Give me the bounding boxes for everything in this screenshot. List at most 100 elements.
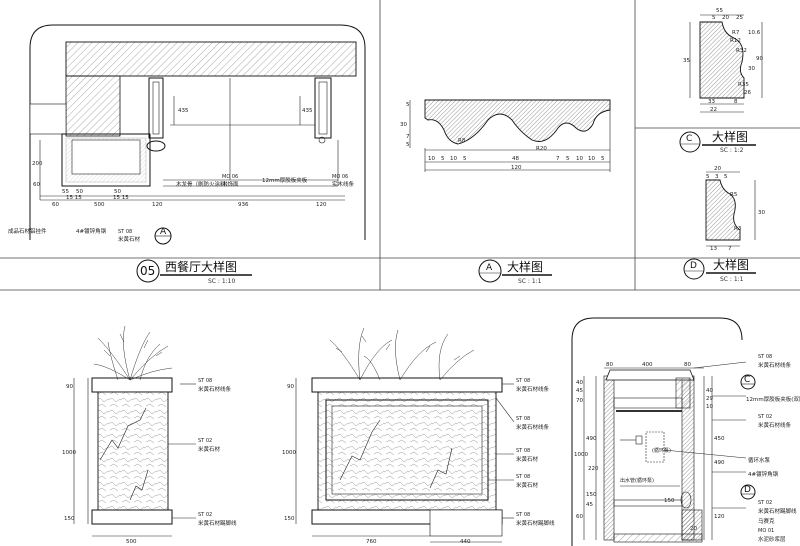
dim-label: 435 <box>178 108 189 114</box>
dim-label: 5 <box>706 174 710 180</box>
dim-label: 7 <box>728 246 732 252</box>
dim-label: R8 <box>458 138 466 144</box>
dim-label: 500 <box>94 202 105 208</box>
note-code: ST 02 <box>758 414 772 420</box>
title-scale: SC : 1:2 <box>720 147 744 154</box>
tag-code: ST 08 <box>516 448 530 454</box>
dim-label: 5 <box>566 156 570 162</box>
dim-label: 35 <box>683 58 690 64</box>
tag-code: MO 06 <box>222 174 238 180</box>
note-wood-strip: 实木线条 <box>332 180 355 188</box>
dim-label: 435 <box>302 108 313 114</box>
section-marker: A <box>160 227 167 237</box>
dim-label: 220 <box>588 466 599 472</box>
tag-text: 米黄石材踢脚线 <box>516 519 555 527</box>
note-text: 12mm厚胶板夹板(双层) <box>746 395 800 403</box>
detail-05-dimensions: 200 60 55 50 15 15 50 15 15 60 500 120 9… <box>32 108 327 208</box>
dim-label: 60 <box>52 202 59 208</box>
dim-label: R32 <box>736 48 747 54</box>
elevation-1-tags: ST 08 米黄石材线条 ST 02 米黄石材 ST 02 米黄石材踢脚线 <box>198 378 237 527</box>
title-number: 05 <box>140 264 155 278</box>
dim-label: 90 <box>66 384 73 390</box>
note-text: 循环水泵 <box>748 456 771 464</box>
detail-05-notes: 木龙骨（刷防火涂料） MO 06 木饰面 12mm厚胶板夹板 MO 06 实木线… <box>8 174 355 243</box>
title-name: 大样图 <box>507 259 543 274</box>
dim-label: 26 <box>744 90 751 96</box>
title-d: D 大样图 SC : 1:1 <box>683 257 756 283</box>
detail-d-drawing <box>705 171 756 247</box>
detail-c-dimensions: 55 5 20 25 R7 R12 R32 R35 10.6 90 35 30 … <box>683 8 763 113</box>
note-stone-fixer: 成品石材铝挂件 <box>8 227 47 235</box>
note-text: 水泥砂浆层 <box>758 535 786 543</box>
dim-label: R3 <box>734 226 742 232</box>
dim-label: 120 <box>152 202 163 208</box>
tag-text: 米黄石材线条 <box>516 385 550 393</box>
dim-label: 440 <box>460 539 471 545</box>
title-a: A 大样图 SC : 1:1 <box>478 259 552 285</box>
tag-code: ST 08 <box>118 229 132 235</box>
note-stone: 米黄石材 <box>118 235 141 243</box>
dim-label: 150 <box>284 516 295 522</box>
dim-label: R35 <box>738 82 749 88</box>
dim-label: 60 <box>576 514 583 520</box>
title-letter: A <box>486 263 493 273</box>
dim-label: 10 <box>706 404 713 410</box>
dim-label: 50 <box>76 189 83 195</box>
detail-a-dimensions: 30 5 7 5 10 5 10 5 48 7 5 10 10 5 120 R8… <box>400 102 605 171</box>
dim-label: R20 <box>536 146 547 152</box>
dim-label: 5 <box>441 156 445 162</box>
dim-label: 5 <box>463 156 467 162</box>
detail-d-dimensions: 20 5 3 5 R5 R3 30 13 7 <box>706 166 765 252</box>
dim-label: 20 <box>714 166 721 172</box>
tag-text: 米黄石材 <box>516 481 539 489</box>
elevation-1-dimensions: 90 1000 150 500 <box>62 384 137 545</box>
dim-label: 15 15 <box>66 195 82 201</box>
dim-label: 30 <box>748 66 755 72</box>
dim-label: 150 <box>586 492 597 498</box>
dim-label: 3 <box>715 174 719 180</box>
dim-label: 5 <box>406 142 410 148</box>
note-wood-veneer: 木饰面 <box>222 180 239 188</box>
tag-code: ST 08 <box>516 378 530 384</box>
dim-label: 5 <box>406 102 410 108</box>
dim-label: 90 <box>756 56 763 62</box>
section-notes: ST 08 米黄石材线条 12mm厚胶板夹板(双层) ST 02 米黄石材线条 … <box>620 354 800 543</box>
section-dimensions: 400 80 80 40 45 70 490 1000 220 150 45 6… <box>574 362 725 532</box>
note-text: 米黄石材线条 <box>758 361 792 369</box>
dim-label: 33 <box>708 99 715 105</box>
detail-c-drawing <box>689 14 763 113</box>
dim-label: 1000 <box>62 450 76 456</box>
dim-label: 150 <box>664 498 675 504</box>
dim-label: 20 <box>690 526 697 532</box>
title-letter: D <box>690 261 697 271</box>
dim-label: 40 <box>706 388 713 394</box>
note-steel: 4#镀锌角钢 <box>76 227 107 235</box>
dim-label: R5 <box>730 192 738 198</box>
dim-label: 200 <box>32 161 43 167</box>
dim-label: 48 <box>512 156 519 162</box>
title-scale: SC : 1:1 <box>720 276 744 283</box>
title-scale: SC : 1:10 <box>208 278 235 285</box>
dim-label: 450 <box>714 436 725 442</box>
tag-code: ST 08 <box>198 378 212 384</box>
dim-label: 10 <box>588 156 595 162</box>
tag-text: 米黄石材踢脚线 <box>198 519 237 527</box>
dim-label: 45 <box>576 388 583 394</box>
title-scale: SC : 1:1 <box>518 278 542 285</box>
dim-label: 60 <box>33 182 40 188</box>
dim-label: 55 <box>62 189 69 195</box>
note-code: ST 02 <box>758 500 772 506</box>
tag-code: ST 02 <box>198 438 212 444</box>
note-code: ST 08 <box>758 354 772 360</box>
dim-label: 5 <box>724 174 728 180</box>
dim-label: R7 <box>732 30 740 36</box>
note-text: MO 01 <box>758 528 774 534</box>
dim-label: 10 <box>428 156 435 162</box>
tag-text: 米黄石材线条 <box>516 423 550 431</box>
dim-label: 10.6 <box>748 30 761 36</box>
dim-label: 490 <box>714 460 725 466</box>
dim-label: 7 <box>556 156 560 162</box>
title-name: 大样图 <box>712 129 748 144</box>
dim-label: 50 <box>114 189 121 195</box>
